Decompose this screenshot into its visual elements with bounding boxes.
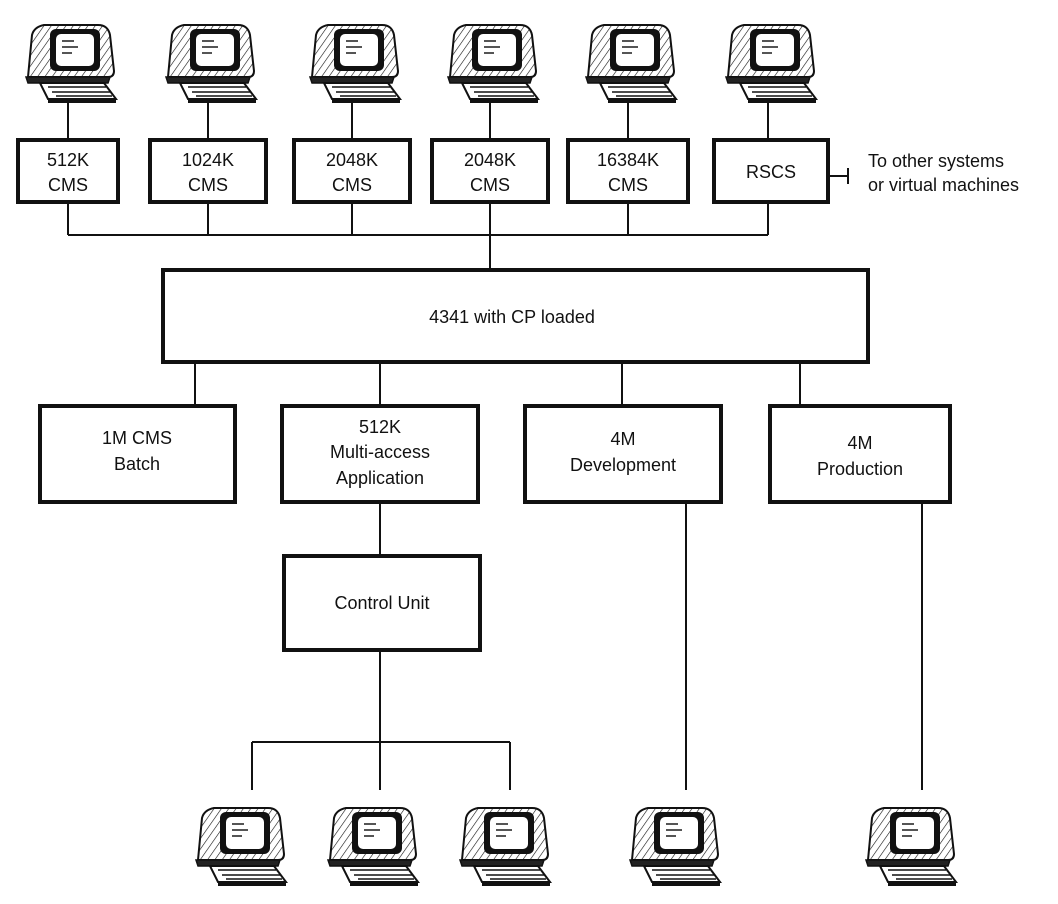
box-label: 2048K — [326, 150, 378, 170]
box-label: CMS — [608, 175, 648, 195]
control-unit-box: Control Unit — [282, 554, 482, 652]
box-label: Development — [570, 455, 676, 475]
terminal-icon — [327, 807, 419, 887]
terminal-icon — [585, 24, 677, 104]
host-label: 4341 with CP loaded — [429, 307, 595, 327]
box-label: 2048K — [464, 150, 516, 170]
terminal-icon — [25, 24, 117, 104]
box-label: 4M — [610, 429, 635, 449]
side-note: To other systems — [868, 151, 1004, 171]
external-connector — [828, 168, 849, 184]
multi-access-box: 512K Multi-access Application — [280, 404, 480, 504]
box-label: 4M — [847, 433, 872, 453]
box-label: Production — [817, 459, 903, 479]
box-label: CMS — [470, 175, 510, 195]
terminal-icon — [309, 24, 401, 104]
host-box: 4341 with CP loaded — [161, 268, 870, 364]
box-label: 16384K — [597, 150, 659, 170]
control-unit-label: Control Unit — [334, 593, 429, 613]
box-label: 1024K — [182, 150, 234, 170]
box-label: 512K — [359, 417, 401, 437]
cms-box: 2048K CMS — [292, 138, 412, 204]
rscs-box: RSCS — [712, 138, 830, 204]
bus-line — [67, 202, 769, 270]
terminal-icon — [195, 807, 287, 887]
terminal-icon — [629, 807, 721, 887]
box-label: RSCS — [746, 162, 796, 182]
box-label: CMS — [188, 175, 228, 195]
cms-box: 1024K CMS — [148, 138, 268, 204]
terminal-icon — [447, 24, 539, 104]
box-label: Application — [336, 468, 424, 488]
connector — [194, 362, 801, 406]
terminal-icon — [725, 24, 817, 104]
box-label: 512K — [47, 150, 89, 170]
box-label: CMS — [332, 175, 372, 195]
box-label: CMS — [48, 175, 88, 195]
production-box: 4M Production — [768, 404, 952, 504]
terminal-icon — [459, 807, 551, 887]
terminal-icon — [165, 24, 257, 104]
box-label: Multi-access — [330, 442, 430, 462]
cms-box: 512K CMS — [16, 138, 120, 204]
box-label: Batch — [114, 454, 160, 474]
batch-box: 1M CMS Batch — [38, 404, 237, 504]
box-label: 1M CMS — [102, 428, 172, 448]
connector — [67, 103, 769, 140]
side-note: or virtual machines — [868, 175, 1019, 195]
cms-box: 2048K CMS — [430, 138, 550, 204]
development-box: 4M Development — [523, 404, 723, 504]
cms-box: 16384K CMS — [566, 138, 690, 204]
terminal-icon — [865, 807, 957, 887]
connector — [251, 650, 511, 790]
